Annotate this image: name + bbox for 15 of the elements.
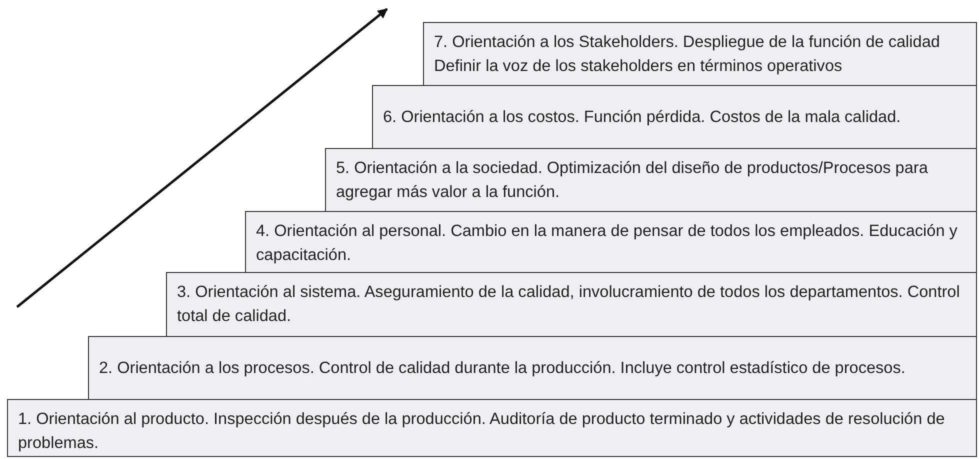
step-box [325, 148, 977, 212]
step-box [372, 85, 977, 149]
step-text: 6. Orientación a los costos. Función pérdida. Costos de la mala calidad. [383, 107, 902, 128]
step-box [7, 399, 977, 457]
step-text: 1. Orientación al producto. Inspección después de la producción. Auditoría de producto terminado y actividades de resolución de problemas. [18, 409, 946, 454]
step-text: 4. Orientación al personal. Cambio en la manera de pensar de todos los empleados. Educación y capacitación. [256, 221, 958, 266]
step-text: 5. Orientación a la sociedad. Optimización del diseño de productos/Procesos para agregar más valor a la función. [336, 158, 929, 203]
step-box [423, 22, 977, 86]
step-text: 7. Orientación a los Stakeholders. Despliegue de la función de calidad [434, 32, 941, 53]
step-box [245, 211, 977, 273]
step-box [166, 272, 977, 337]
step-text: Definir la voz de los stakeholders en términos operativos [434, 56, 844, 77]
step-box [88, 336, 977, 400]
step-text: 2. Orientación a los procesos. Control de calidad durante la producción. Incluye control estadístico de procesos. [99, 358, 906, 379]
step-text: 3. Orientación al sistema. Aseguramiento de la calidad, involucramiento de todos los departamentos. Control total de calidad. [177, 282, 961, 327]
